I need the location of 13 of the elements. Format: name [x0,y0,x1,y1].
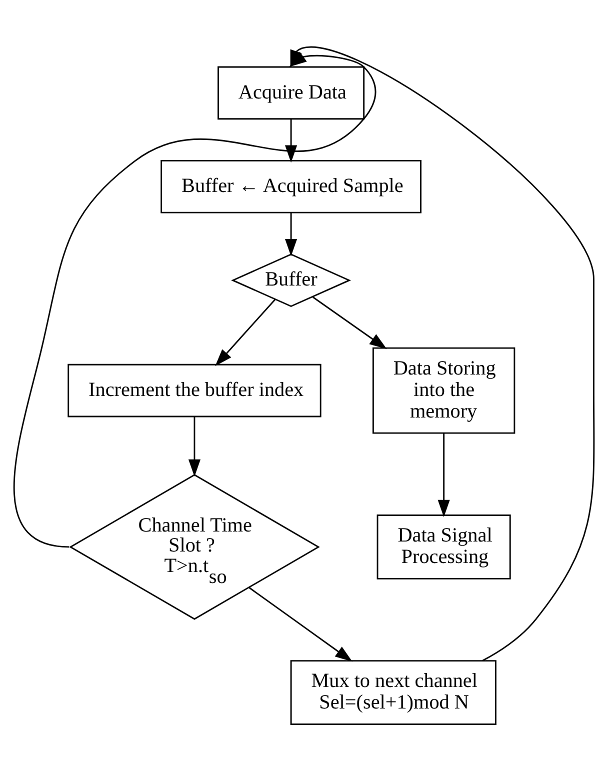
node-box: Data Signal Processing [376,514,511,580]
arrow [438,433,450,518]
node-box: Mux to next channel Sel=(sel+1)mod N [290,660,496,725]
node-box: Buffer ← Acquired Sample [160,160,422,214]
node-box: Data Storing into the memory [372,347,516,434]
arrow [284,212,298,256]
arrow [248,587,352,662]
arrow [188,416,201,477]
arrow [215,299,276,366]
node-box: Acquire Data [218,66,365,120]
node-box: Increment the buffer index [68,364,322,418]
arrow [312,296,387,350]
node-diamond: Buffer [231,254,352,308]
